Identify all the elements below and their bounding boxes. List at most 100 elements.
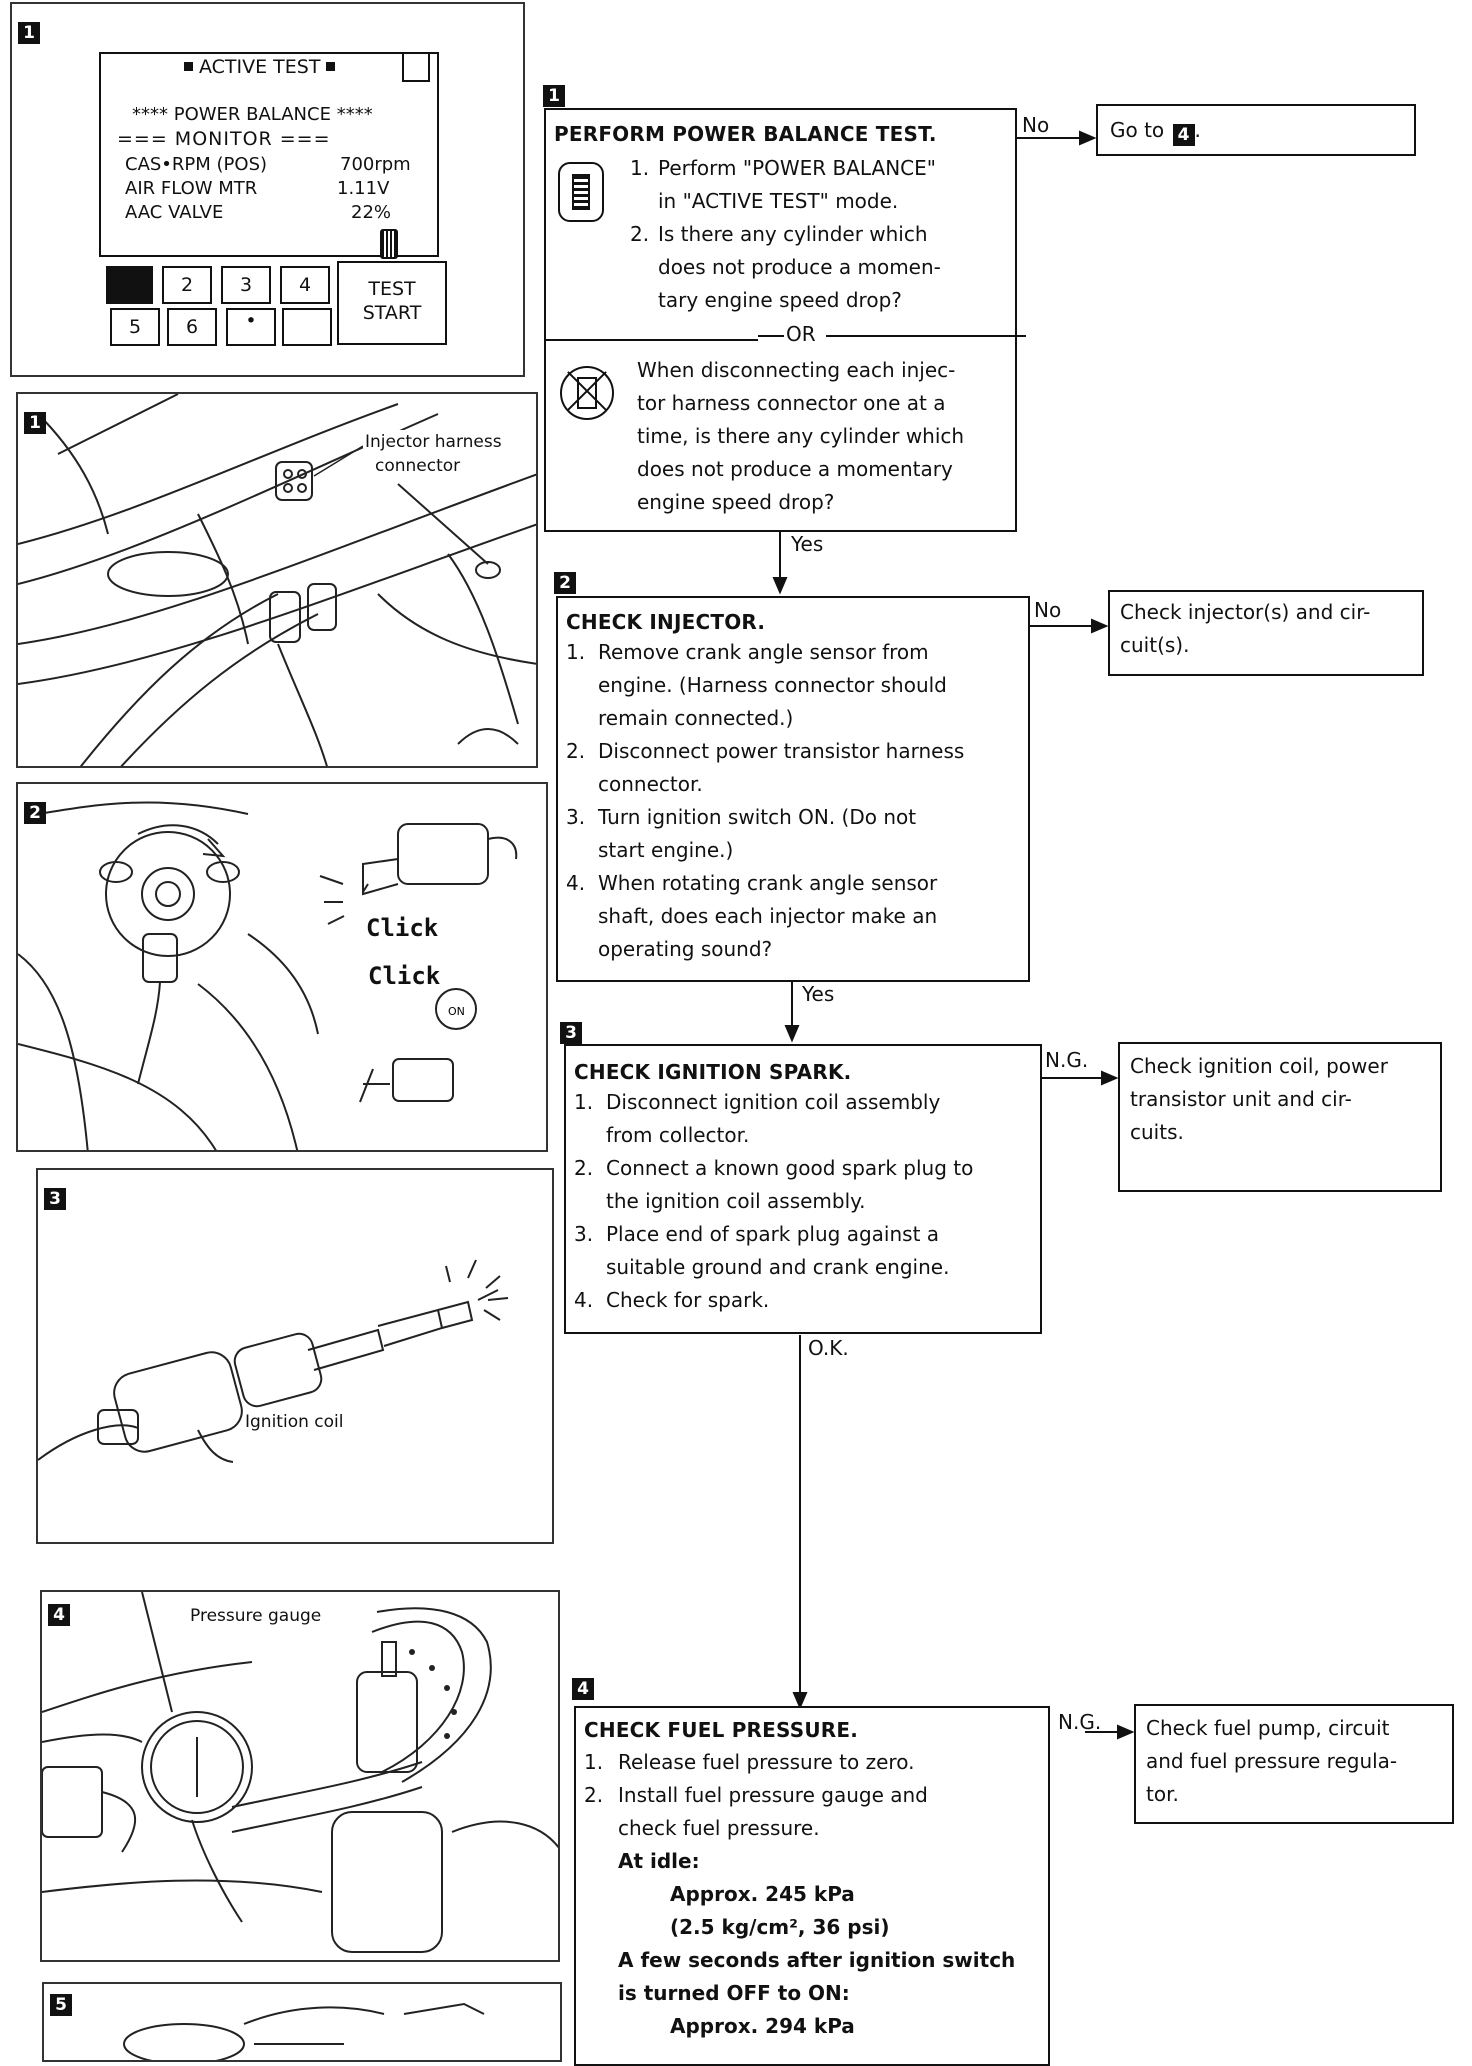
- step-2-box: CHECK INJECTOR. 1. Remove crank angle se…: [556, 596, 1030, 982]
- consult-display: [99, 52, 439, 257]
- key-dot[interactable]: •: [226, 308, 276, 346]
- consult-tool-icon: [558, 162, 604, 222]
- step-3-heading: CHECK IGNITION SPARK.: [574, 1060, 852, 1084]
- figure-badge: 2: [24, 802, 46, 824]
- step-2-item-1: 1. Remove crank angle sensor from engine…: [566, 640, 947, 730]
- consult-screen-figure: 1 ACTIVE TEST **** POWER BALANCE **** ==…: [10, 2, 525, 377]
- step-4-list: 1. Release fuel pressure to zero. 2. Ins…: [584, 1746, 1044, 2043]
- monitor-heading: === MONITOR ===: [117, 128, 331, 150]
- click-text-2: Click: [368, 962, 441, 990]
- key-4[interactable]: 4: [280, 266, 330, 304]
- step-1-list: 1. Perform "POWER BALANCE" in "ACTIVE TE…: [630, 152, 1010, 317]
- step-3-ng-label: N.G.: [1045, 1048, 1089, 1072]
- step-2-heading: CHECK INJECTOR.: [566, 610, 766, 634]
- no-consult-icon: [560, 366, 614, 420]
- key-2[interactable]: 2: [162, 266, 212, 304]
- step-1-heading: PERFORM POWER BALANCE TEST.: [554, 122, 937, 146]
- step-1-result-text: Go to 4.: [1110, 118, 1201, 146]
- step-1-badge: 1: [543, 85, 565, 107]
- after-switch-label-1: A few seconds after ignition switch: [618, 1948, 1016, 1972]
- test-start-button[interactable]: TEST START: [337, 261, 447, 345]
- key-blank[interactable]: [282, 308, 332, 346]
- idle-label: At idle:: [618, 1849, 700, 1873]
- monitor-label-0: CAS•RPM (POS): [125, 154, 268, 175]
- step-4-item-1: 1. Release fuel pressure to zero.: [584, 1750, 915, 1774]
- key-3[interactable]: 3: [221, 266, 271, 304]
- step-2-item-4: 4. When rotating crank angle sensor shaf…: [566, 871, 938, 961]
- step-2-result-box: Check injector(s) and cir- cuit(s).: [1108, 590, 1424, 676]
- idle-value-1: Approx. 245 kPa: [670, 1882, 855, 1906]
- figure-5-illustration: [123, 2002, 485, 2060]
- figure-2-crank-angle-sensor: ON 2 Click Click: [16, 782, 548, 1152]
- click-text-1: Click: [366, 914, 439, 942]
- step-3-box: CHECK IGNITION SPARK. 1. Disconnect igni…: [564, 1044, 1042, 1334]
- step-2-result-text: Check injector(s) and cir- cuit(s).: [1120, 600, 1371, 657]
- step-3-badge: 3: [560, 1022, 582, 1044]
- figure-5-partial: 5: [42, 1982, 562, 2062]
- test-start-line-2: START: [362, 302, 422, 324]
- step-3-result-box: Check ignition coil, power transistor un…: [1118, 1042, 1442, 1192]
- pressure-gauge-illustration: [42, 1592, 558, 1953]
- key-5[interactable]: 5: [110, 308, 160, 346]
- step-3-ok-label: O.K.: [808, 1336, 849, 1360]
- step-1-yes-label: Yes: [791, 532, 824, 556]
- after-switch-label-2: is turned OFF to ON:: [618, 1981, 850, 2005]
- square-bullet-icon: [184, 62, 193, 71]
- ignition-coil-label: Ignition coil: [243, 1412, 346, 1432]
- monitor-value-2: 22%: [351, 202, 392, 223]
- checkbox-square[interactable]: [402, 52, 430, 82]
- or-divider-left: [758, 335, 784, 337]
- goto-step-4-badge: 4: [1172, 124, 1195, 146]
- step-2-item-2: 2. Disconnect power transistor harness c…: [566, 739, 965, 796]
- idle-value-2: (2.5 kg/cm², 36 psi): [670, 1915, 890, 1939]
- figure-badge: 5: [50, 1994, 72, 2016]
- step-4-item-2: 2. Install fuel pressure gauge and check…: [584, 1783, 928, 1840]
- figure-badge: 1: [24, 412, 46, 434]
- step-4-result-text: Check fuel pump, circuit and fuel pressu…: [1146, 1716, 1398, 1806]
- monitor-label-2: AAC VALVE: [125, 202, 224, 223]
- monitor-label-1: AIR FLOW MTR: [125, 178, 258, 199]
- step-4-ng-label: N.G.: [1058, 1710, 1102, 1734]
- engine-harness-illustration: [18, 394, 536, 766]
- step-3-result-text: Check ignition coil, power transistor un…: [1130, 1054, 1388, 1144]
- monitor-value-1: 1.11V: [337, 178, 390, 199]
- step-3-item-3: 3. Place end of spark plug against a sui…: [574, 1222, 950, 1279]
- power-balance-subtitle: **** POWER BALANCE ****: [132, 104, 373, 125]
- figure-4-pressure-gauge: 4 Pressure gauge: [40, 1590, 560, 1962]
- step-1-item-1: 1. Perform "POWER BALANCE" in "ACTIVE TE…: [630, 156, 936, 213]
- figure-badge: 1: [18, 22, 40, 44]
- key-6[interactable]: 6: [167, 308, 217, 346]
- pressure-gauge-label: Pressure gauge: [188, 1606, 324, 1626]
- test-start-line-1: TEST: [368, 278, 416, 300]
- or-divider-right: [826, 335, 1026, 337]
- step-4-result-box: Check fuel pump, circuit and fuel pressu…: [1134, 1704, 1454, 1824]
- step-2-item-3: 3. Turn ignition switch ON. (Do not star…: [566, 805, 917, 862]
- injector-harness-label: Injector harness connector: [363, 430, 504, 478]
- figure-1-injector-harness: 1 Injector harness connector: [16, 392, 538, 768]
- crank-sensor-illustration: ON: [18, 801, 518, 1150]
- step-3-item-2: 2. Connect a known good spark plug to th…: [574, 1156, 974, 1213]
- step-1-box: PERFORM POWER BALANCE TEST. 1. Perform "…: [544, 108, 1026, 532]
- step-4-box: CHECK FUEL PRESSURE. 1. Release fuel pre…: [574, 1706, 1050, 2066]
- step-1-no-label: No: [1022, 113, 1050, 137]
- step-3-list: 1. Disconnect ignition coil assembly fro…: [574, 1086, 1036, 1317]
- after-switch-value-1: Approx. 294 kPa: [670, 2014, 855, 2038]
- figure-badge: 4: [48, 1604, 70, 1626]
- step-3-item-4: 4. Check for spark.: [574, 1288, 770, 1312]
- step-1-result-box: Go to 4.: [1096, 104, 1416, 156]
- stylus-pointer-icon: [380, 229, 398, 259]
- step-1-alternative: When disconnecting each injec- tor harne…: [637, 358, 965, 514]
- key-1[interactable]: 1: [106, 266, 153, 304]
- figure-badge: 3: [44, 1188, 66, 1210]
- step-2-yes-label: Yes: [802, 982, 835, 1006]
- step-4-heading: CHECK FUEL PRESSURE.: [584, 1718, 859, 1742]
- ignition-coil-illustration: [38, 1259, 509, 1463]
- or-divider-left-full: [546, 339, 758, 341]
- step-2-badge: 2: [554, 572, 576, 594]
- active-test-title: ACTIVE TEST: [184, 56, 336, 78]
- step-3-item-1: 1. Disconnect ignition coil assembly fro…: [574, 1090, 941, 1147]
- on-key-text: ON: [448, 1005, 465, 1018]
- step-2-list: 1. Remove crank angle sensor from engine…: [566, 636, 1026, 966]
- step-2-no-label: No: [1034, 598, 1062, 622]
